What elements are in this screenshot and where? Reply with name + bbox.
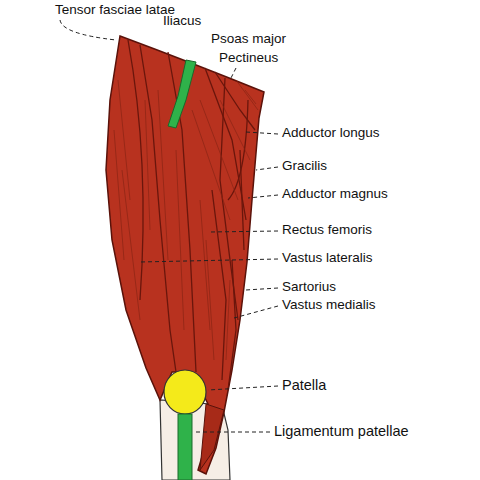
patellar-ligament [178, 414, 192, 480]
muscle-label: Rectus femoris [282, 223, 372, 238]
bone-label: Patella [282, 378, 326, 394]
muscle-label: Psoas major [211, 32, 286, 47]
sartorius-tendon [200, 404, 224, 470]
muscle-fibres [114, 80, 258, 360]
thigh-muscles [106, 36, 264, 474]
muscle-label: Iliacus [163, 14, 201, 29]
psoas-tendon [168, 60, 196, 128]
muscle-label: Pectineus [219, 51, 278, 66]
muscle-boundaries [128, 40, 255, 390]
ligament-label: Ligamentum patellae [274, 424, 409, 440]
muscle-label: Vastus lateralis [282, 251, 373, 266]
muscle-label: Gracilis [282, 159, 327, 174]
muscle-label: Adductor longus [282, 126, 380, 141]
muscle-label: Vastus medialis [282, 298, 376, 313]
muscle-label: Tensor fasciae latae [55, 3, 175, 18]
muscle-label: Sartorius [282, 280, 336, 295]
patella-bone [164, 370, 206, 414]
muscle-label: Adductor magnus [282, 187, 388, 202]
leader-lines [60, 20, 278, 432]
